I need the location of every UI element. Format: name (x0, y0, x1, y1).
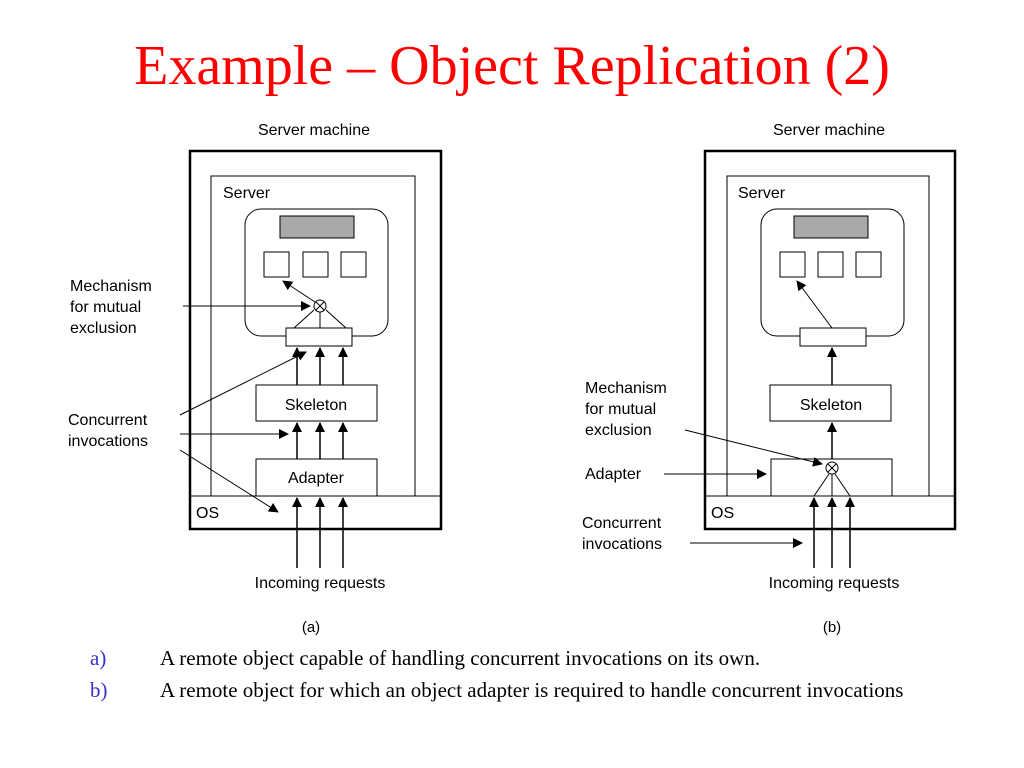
adapter-box-a (255, 458, 378, 497)
subfigure-label-b: (b) (823, 619, 841, 636)
diagram-a: Server machine Server Skeleton Adapter O… (68, 122, 443, 636)
stub-box-b (799, 327, 867, 347)
caption-text-b: A remote object for which an object adap… (160, 678, 904, 702)
os-label-a: OS (196, 505, 219, 522)
skeleton-box-a (255, 384, 378, 422)
method-box-a-2 (302, 251, 329, 278)
server-machine-box-a (188, 149, 443, 531)
server-label-a: Server (223, 185, 271, 202)
mechanism-label-a: Mechanism for mutual exclusion (70, 278, 156, 337)
os-label-b: OS (711, 505, 734, 522)
method-box-b-2 (817, 251, 844, 278)
mechanism-line-a-2: for mutual (70, 299, 141, 316)
caption-marker-a: a) (90, 646, 107, 670)
server-machine-box-b (703, 149, 957, 531)
diagram-b: Server machine Server Skeleton OS (582, 122, 957, 636)
object-state-b (793, 215, 869, 239)
skeleton-box-b (769, 384, 892, 422)
method-box-b-1 (779, 251, 806, 278)
method-box-a-3 (340, 251, 367, 278)
mechanism-line-b-2: for mutual (585, 401, 656, 418)
concurrent-line-a-1: Concurrent (68, 412, 148, 429)
mechanism-line-b-1: Mechanism (585, 380, 667, 397)
mechanism-line-a-3: exclusion (70, 320, 137, 337)
adapter-label-a: Adapter (288, 470, 345, 487)
adapter-callout-label-b: Adapter (585, 466, 642, 483)
skeleton-label-b: Skeleton (800, 397, 862, 414)
server-label-b: Server (738, 185, 786, 202)
caption-item-b: b) A remote object for which an object a… (90, 677, 990, 703)
incoming-label-b: Incoming requests (769, 575, 900, 592)
caption-text-a: A remote object capable of handling conc… (160, 646, 761, 670)
caption-marker-b: b) (90, 678, 108, 702)
caption-item-a: a) A remote object capable of handling c… (90, 645, 990, 671)
method-box-a-1 (263, 251, 290, 278)
method-box-b-3 (855, 251, 882, 278)
concurrent-label-a: Concurrent invocations (68, 412, 152, 450)
server-machine-label-a: Server machine (258, 122, 370, 139)
server-machine-label-b: Server machine (773, 122, 885, 139)
mechanism-line-a-1: Mechanism (70, 278, 152, 295)
skeleton-label-a: Skeleton (285, 397, 347, 414)
subfigure-label-a: (a) (302, 619, 320, 636)
incoming-label-a: Incoming requests (255, 575, 386, 592)
mechanism-line-b-3: exclusion (585, 422, 652, 439)
concurrent-line-b-2: invocations (582, 536, 662, 553)
concurrent-label-b: Concurrent invocations (582, 515, 666, 553)
object-state-a (279, 215, 355, 239)
page-title: Example – Object Replication (2) (134, 35, 890, 97)
mechanism-label-b: Mechanism for mutual exclusion (585, 380, 671, 439)
stub-box-a (285, 327, 353, 347)
concurrent-line-a-2: invocations (68, 433, 148, 450)
caption-list: a) A remote object capable of handling c… (90, 645, 990, 709)
concurrent-line-b-1: Concurrent (582, 515, 662, 532)
